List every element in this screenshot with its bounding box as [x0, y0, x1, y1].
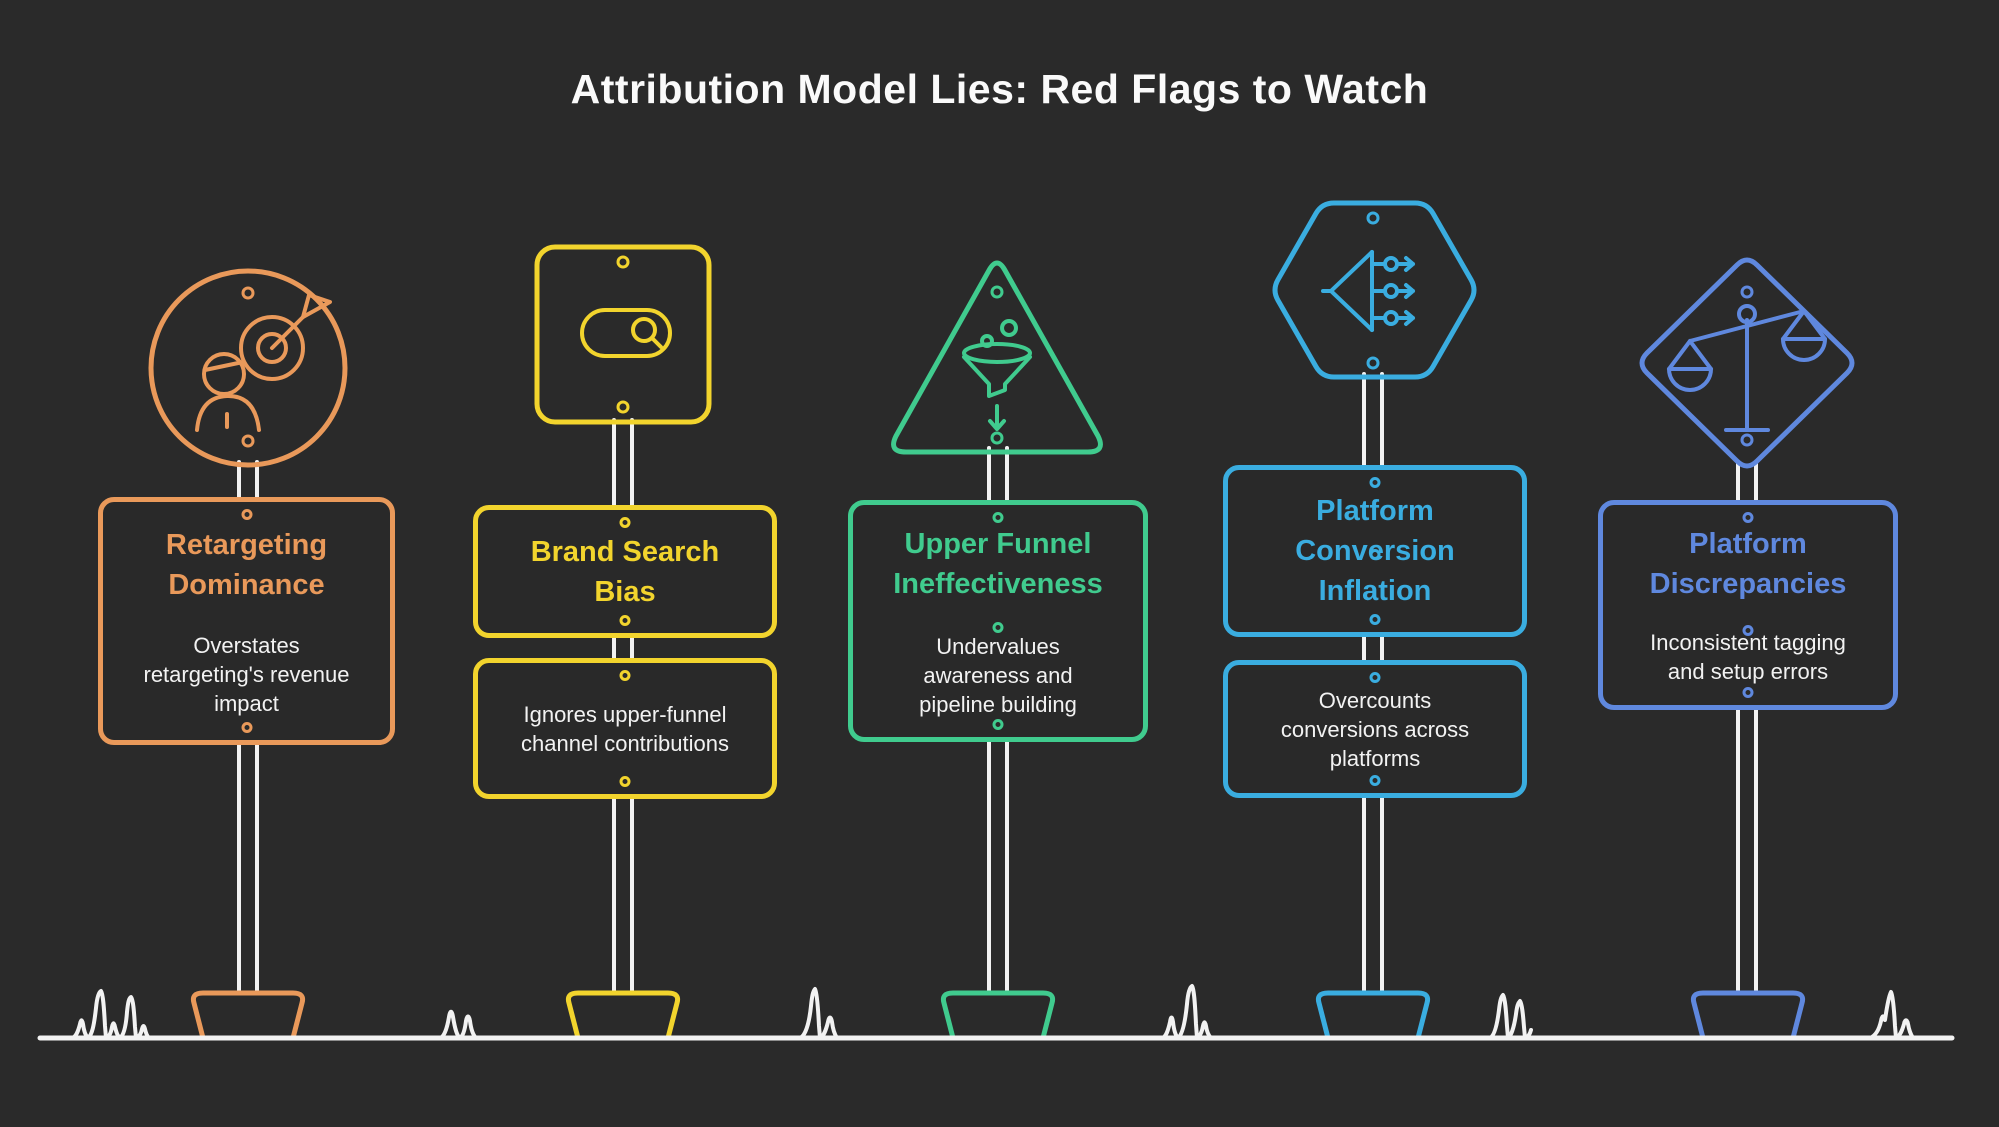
triangle-sign — [891, 260, 1103, 455]
sign-board-platform-conversion-inflation-desc: Overcounts conversions across platforms — [1223, 660, 1527, 798]
post-bases — [190, 990, 1806, 1041]
sign-description: Overcounts conversions across platforms — [1280, 687, 1470, 771]
target-audience-icon — [195, 293, 332, 432]
circle-sign — [148, 268, 348, 468]
sign-description: Overstates retargeting's revenue impact — [143, 632, 350, 716]
hexagon-sign — [1272, 200, 1477, 380]
balance-scales-icon — [1667, 304, 1827, 432]
screw-icon — [1369, 672, 1381, 683]
screw-icon — [992, 622, 1004, 633]
square-sign — [534, 244, 712, 425]
sign-board-platform-conversion-inflation-title: Platform Conversion Inflation — [1223, 465, 1527, 637]
screw-icon — [1369, 614, 1381, 625]
sign-title: Upper Funnel Ineffectiveness — [893, 527, 1103, 600]
screw-icon — [241, 722, 252, 733]
sign-title: Retargeting Dominance — [165, 528, 328, 601]
screw-icon — [1369, 549, 1381, 560]
screw-icon — [1369, 775, 1381, 786]
screw-icon — [1742, 625, 1754, 636]
screw-icon — [992, 719, 1004, 730]
grass-tufts — [70, 984, 1915, 1040]
sign-description: Inconsistent tagging and setup errors — [1650, 630, 1846, 684]
sign-board-platform-discrepancies: Platform Discrepancies Inconsistent tagg… — [1598, 500, 1898, 710]
sign-board-brand-search-bias-desc: Ignores upper-funnel channel contributio… — [473, 658, 777, 799]
screw-icon — [1742, 687, 1754, 698]
funnel-icon — [962, 319, 1032, 431]
screw-icon — [1369, 477, 1381, 488]
sign-board-retargeting-dominance: Retargeting Dominance Overstates retarge… — [98, 497, 395, 745]
sign-board-brand-search-bias-title: Brand Search Bias — [473, 505, 777, 638]
sign-title: Platform Discrepancies — [1649, 528, 1847, 600]
brand-search-icon — [580, 308, 672, 358]
sign-board-upper-funnel-ineffectiveness: Upper Funnel Ineffectiveness Undervalues… — [848, 500, 1148, 742]
screw-icon — [619, 670, 631, 681]
screw-icon — [1742, 512, 1754, 523]
diamond-sign — [1639, 257, 1855, 469]
screw-icon — [619, 615, 631, 626]
screw-icon — [992, 512, 1004, 523]
sign-description: Ignores upper-funnel channel contributio… — [521, 701, 729, 756]
sign-title: Brand Search Bias — [530, 535, 720, 608]
screw-icon — [241, 509, 252, 520]
sign-description: Undervalues awareness and pipeline build… — [919, 633, 1077, 717]
page-title: Attribution Model Lies: Red Flags to Wat… — [570, 66, 1429, 112]
split-conversions-icon — [1321, 250, 1415, 332]
screw-icon — [619, 776, 631, 787]
screw-icon — [619, 517, 631, 528]
